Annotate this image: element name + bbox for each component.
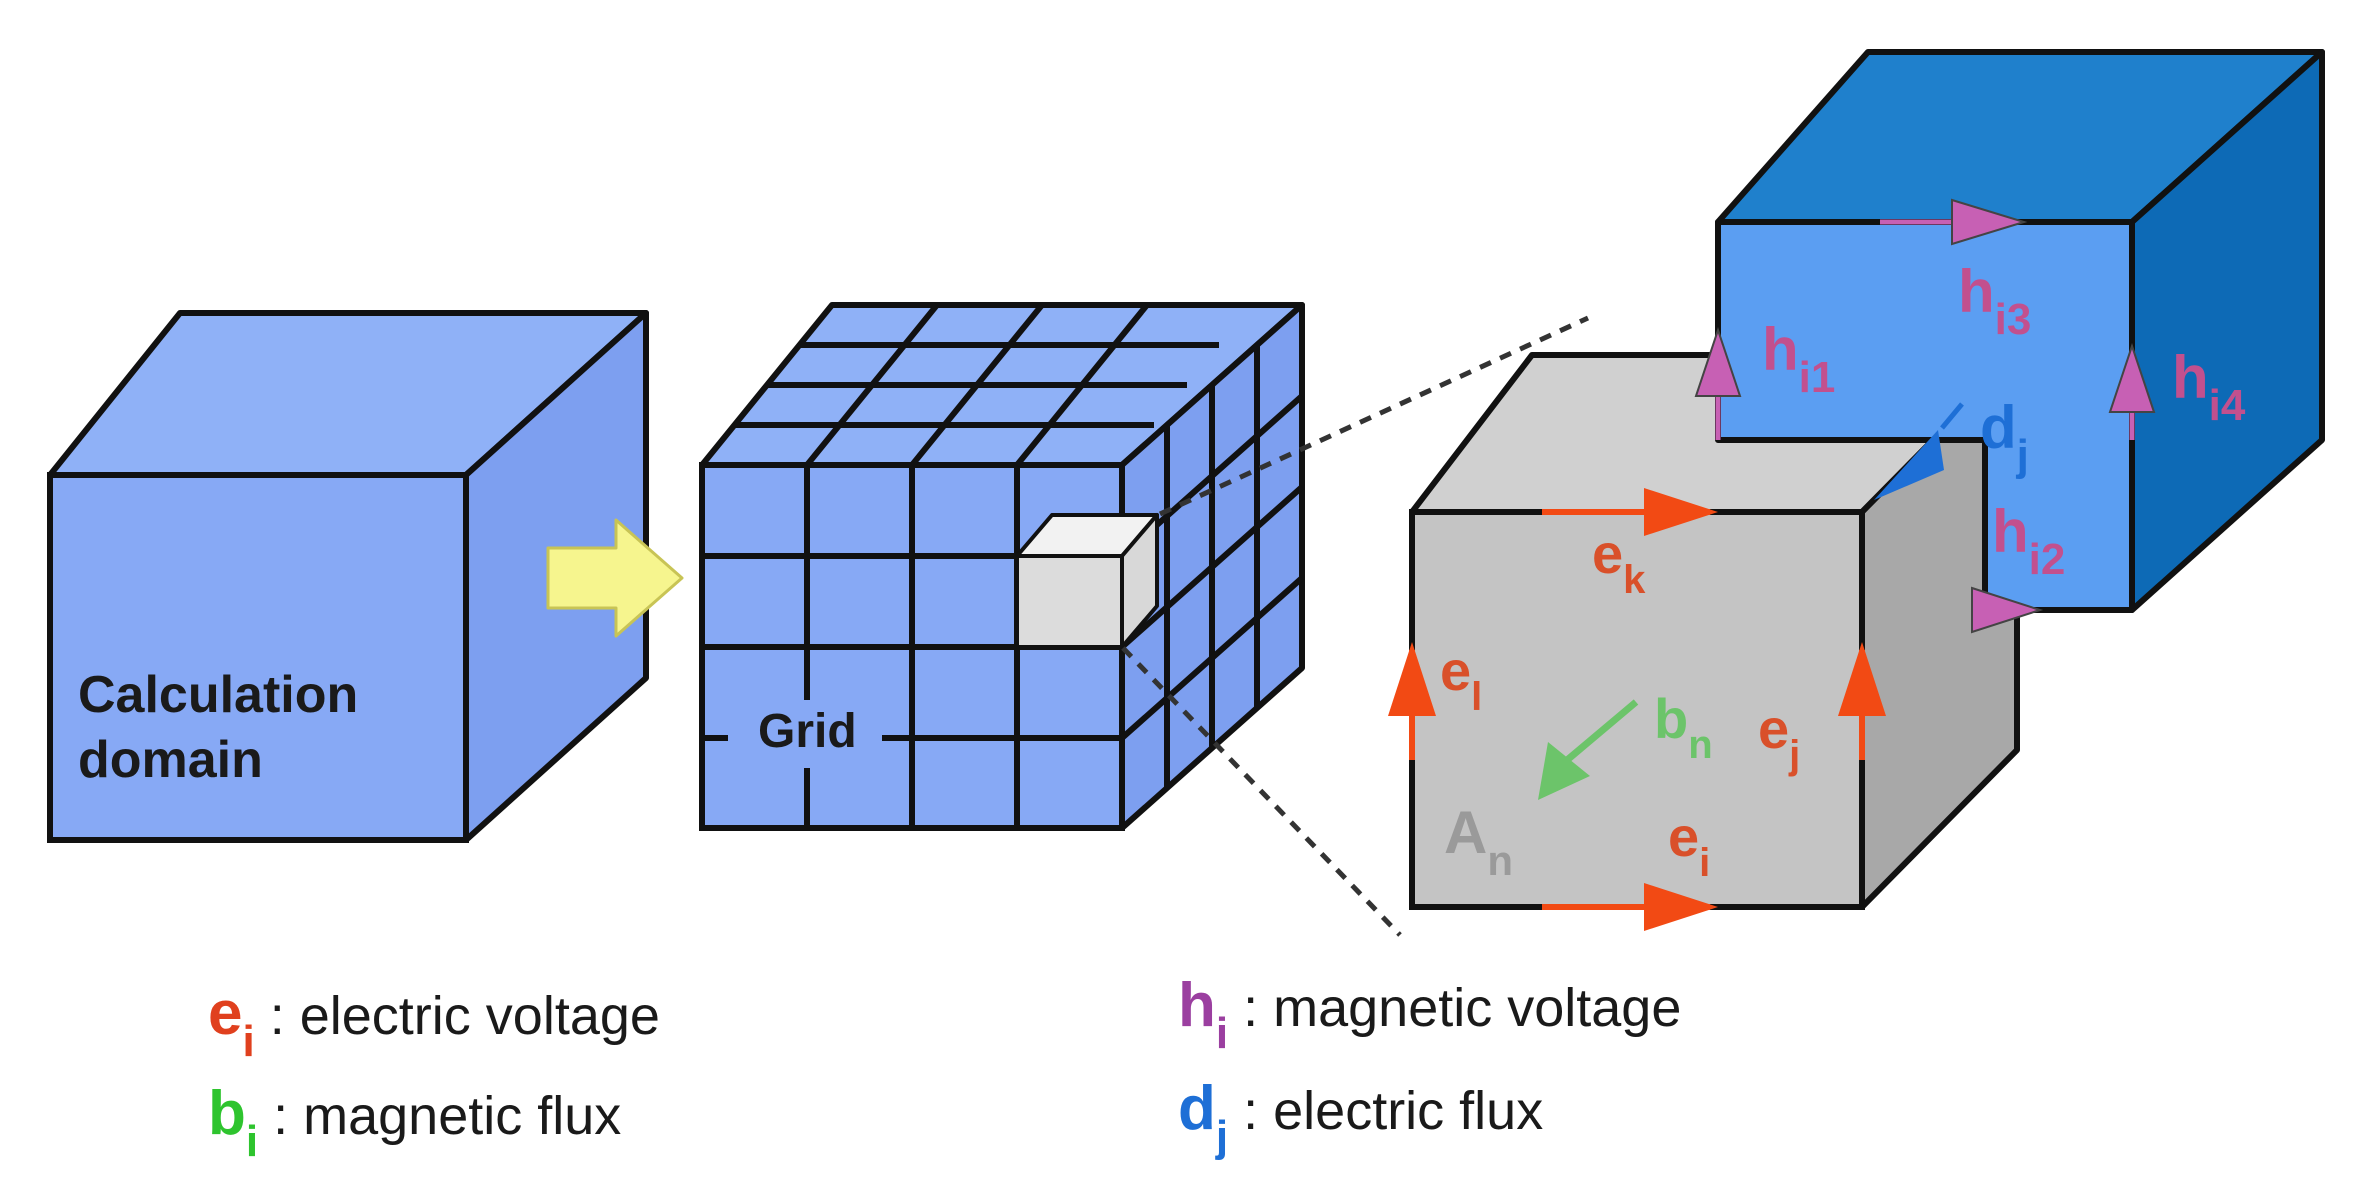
legend-item-electric-voltage: ei : electric voltage [208, 978, 660, 1066]
legend-text: : electric voltage [269, 986, 660, 1046]
legend-symbol: d [1178, 1074, 1216, 1143]
legend-subscript: i [1215, 1009, 1229, 1058]
calc-domain-label-line2: domain [78, 731, 263, 789]
label-h-i1: hi1 [1762, 316, 1835, 402]
legend-subscript: i [245, 1117, 259, 1166]
legend-item-magnetic-flux: bi : magnetic flux [208, 1078, 622, 1166]
legend-text: : electric flux [1243, 1081, 1544, 1141]
legend-symbol: b [208, 1079, 246, 1148]
label-e-i: ei [1668, 805, 1710, 885]
legend-item-electric-flux: dj : electric flux [1178, 1073, 1544, 1161]
blue-dual-cell: hi1 hi3 hi4 hi2 dj [1694, 49, 2325, 634]
legend-subscript: i [242, 1017, 255, 1066]
label-a-n: An [1444, 799, 1513, 884]
legend-text: : magnetic flux [273, 1086, 622, 1146]
calc-domain-label-line1: Calculation [78, 666, 358, 724]
label-h-i3: hi3 [1958, 258, 2031, 344]
calculation-domain-cube: Calculation domain [47, 310, 649, 843]
legend-symbol: h [1178, 971, 1216, 1040]
label-h-i4: hi4 [2172, 344, 2246, 430]
label-e-k: ek [1592, 522, 1646, 602]
legend-subscript: j [1215, 1112, 1229, 1161]
grid-cube: Grid [699, 302, 1305, 831]
label-e-j: ej [1758, 697, 1800, 777]
label-e-l: el [1440, 639, 1482, 719]
label-b-n: bn [1654, 687, 1713, 767]
label-d-j: dj [1980, 394, 2029, 480]
legend-text: : magnetic voltage [1243, 978, 1682, 1038]
flow-arrow [546, 518, 684, 638]
legend-item-magnetic-voltage: hi : magnetic voltage [1178, 970, 1682, 1058]
grid-label: Grid [758, 705, 857, 758]
zoom-lines [1121, 315, 1590, 937]
legend-symbol: e [208, 979, 243, 1048]
gray-cell: ek el ej ei bn An [1388, 352, 2020, 931]
label-h-i2: hi2 [1992, 498, 2065, 584]
